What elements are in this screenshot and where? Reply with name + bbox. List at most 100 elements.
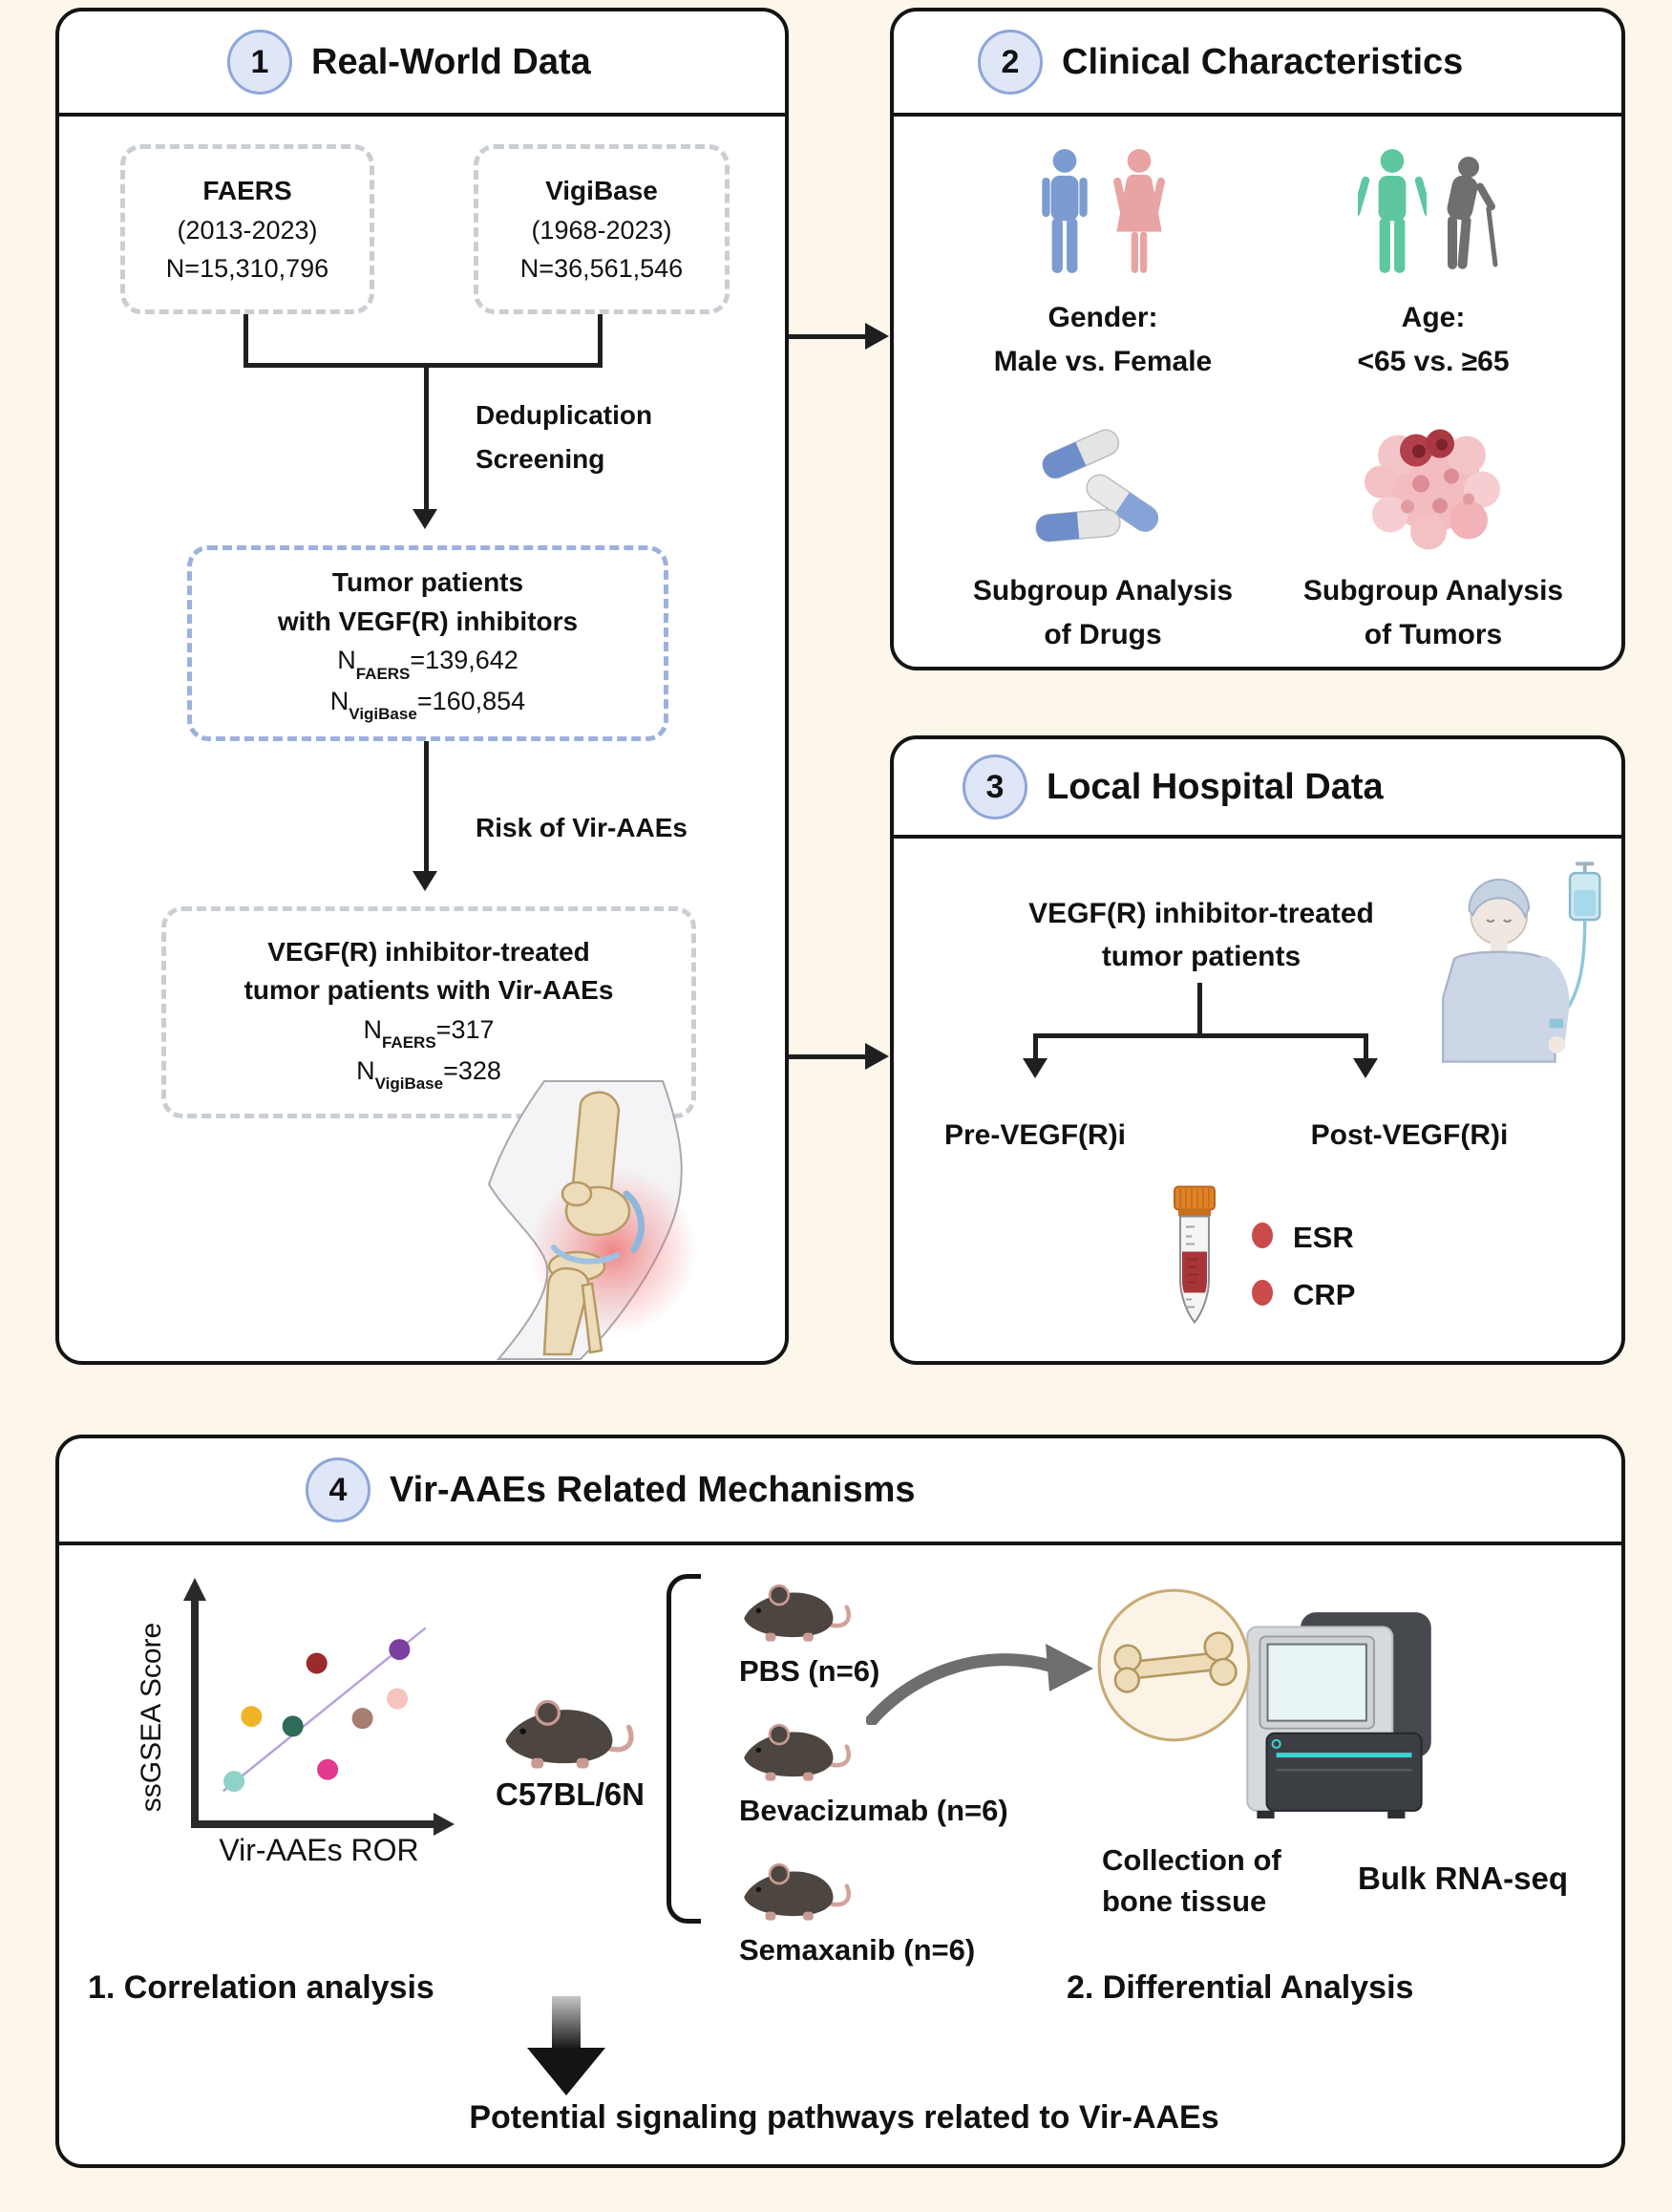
connector-line	[243, 363, 603, 368]
panel4-number-badge: 4	[306, 1457, 370, 1522]
group-semaxanib-label: Semaxanib (n=6)	[739, 1933, 976, 1967]
sequencer-icon	[1246, 1612, 1431, 1819]
esr-label: ESR	[1293, 1221, 1354, 1254]
connector-line	[424, 741, 429, 873]
group-bracket	[667, 1574, 701, 1924]
panel-viraae-mechanisms: 4 Vir-AAEs Related Mechanisms ssGSEA Sco…	[55, 1435, 1625, 2168]
tumors-subgroup-line2: of Tumors	[1364, 619, 1503, 650]
panel1-number-badge: 1	[227, 30, 292, 95]
down-arrowhead-icon	[413, 871, 437, 891]
faers-years: (2013-2023)	[177, 215, 318, 245]
dedup-line2: Screening	[476, 444, 605, 475]
connector-line	[1197, 983, 1202, 1037]
scatter-ylabel: ssGSEA Score	[136, 1623, 167, 1812]
risk-label: Risk of Vir-AAEs	[476, 813, 688, 842]
panel1-title: Real-World Data	[311, 41, 591, 82]
panel4-title: Vir-AAEs Related Mechanisms	[390, 1469, 916, 1510]
tumor-box-n-faers: NFAERS=139,642	[337, 646, 519, 683]
connector-line	[1033, 1033, 1367, 1038]
drugs-subgroup-line1: Subgroup Analysis	[972, 575, 1234, 606]
female-icon	[1113, 149, 1165, 273]
connector-line	[243, 314, 248, 367]
conclusion-label: Potential signaling pathways related to …	[469, 2099, 1219, 2136]
cohort-line1: VEGF(R) inhibitor-treated	[1028, 898, 1374, 929]
gender-icons	[1007, 147, 1198, 277]
group-bevacizumab-label: Bevacizumab (n=6)	[739, 1794, 1008, 1827]
panel1-number: 1	[250, 43, 269, 80]
crp-dot-icon	[1252, 1280, 1273, 1306]
gender-comparison: Male vs. Female	[993, 346, 1213, 377]
pbs-mouse-icon	[739, 1580, 852, 1647]
collection-line1: Collection of	[1102, 1843, 1281, 1877]
faers-box: FAERS (2013-2023) N=15,310,796	[120, 144, 374, 314]
panel-local-hospital-data: 3 Local Hospital Data VEGF(R) inhibitor-…	[890, 735, 1625, 1365]
dedup-label: Deduplication Screening	[476, 393, 652, 481]
vigibase-name: VigiBase	[545, 175, 658, 205]
panel4-header: 4 Vir-AAEs Related Mechanisms	[59, 1438, 1621, 1545]
adult-under-65-icon	[1358, 149, 1427, 273]
post-vegfri-label: Post-VEGF(R)i	[1310, 1119, 1509, 1151]
tumor-cells-icon	[1365, 429, 1500, 550]
arrow-panel1-to-panel2	[789, 323, 890, 350]
connector-line	[598, 314, 603, 367]
correlation-analysis-label: 1. Correlation analysis	[88, 1969, 434, 2006]
tumor-patients-box: Tumor patients with VEGF(R) inhibitors N…	[187, 545, 668, 741]
semaxanib-mouse-icon	[739, 1859, 852, 1925]
tumor-box-line1: Tumor patients	[331, 567, 524, 598]
vigibase-box: VigiBase (1968-2023) N=36,561,546	[474, 144, 730, 314]
panel-real-world-data: 1 Real-World Data FAERS (2013-2023) N=15…	[55, 8, 789, 1365]
vigibase-years: (1968-2023)	[531, 215, 672, 245]
scatter-point	[317, 1758, 339, 1780]
rnaseq-label: Bulk RNA-seq	[1357, 1861, 1569, 1896]
scatter-point	[306, 1652, 328, 1674]
panel-clinical-characteristics: 2 Clinical Characteristics Gender	[890, 8, 1625, 670]
panel3-number-badge: 3	[963, 755, 1027, 819]
c57bl6n-mouse-icon	[500, 1694, 634, 1775]
panel2-number: 2	[1001, 43, 1020, 80]
crp-label: CRP	[1293, 1278, 1356, 1311]
tumor-box-line2: with VEGF(R) inhibitors	[277, 606, 579, 636]
blood-tube-icon	[1174, 1185, 1216, 1325]
connector-line	[1033, 1033, 1038, 1060]
down-arrowhead-icon	[1023, 1058, 1048, 1078]
patient-iv-icon	[1441, 861, 1601, 1063]
viraae-patients-box: VEGF(R) inhibitor-treated tumor patients…	[161, 906, 696, 1118]
faers-name: FAERS	[202, 175, 292, 205]
arrow-panel1-to-panel3	[789, 1043, 890, 1070]
collection-label: Collection of bone tissue	[1102, 1840, 1281, 1923]
panel1-header: 1 Real-World Data	[59, 11, 785, 117]
connector-line	[1364, 1033, 1368, 1060]
dedup-line1: Deduplication	[476, 400, 653, 430]
drugs-subgroup-line2: of Drugs	[1044, 619, 1162, 650]
viraae-box-n-vigibase: NVigiBase=328	[356, 1055, 501, 1093]
down-arrowhead-icon	[413, 509, 437, 529]
panel3-header: 3 Local Hospital Data	[894, 739, 1621, 839]
gender-label: Gender:	[1048, 302, 1158, 333]
tumors-subgroup-line1: Subgroup Analysis	[1302, 575, 1564, 606]
scatter-point	[387, 1688, 409, 1710]
panel3-number: 3	[985, 768, 1005, 805]
pre-vegfri-label: Pre-VEGF(R)i	[943, 1119, 1127, 1151]
ssgsea-ror-scatter-chart: ssGSEA Score Vir-AAEs ROR	[136, 1578, 455, 1867]
elderly-with-cane-icon	[1447, 157, 1498, 269]
panel2-title: Clinical Characteristics	[1062, 41, 1464, 82]
connector-line	[424, 363, 429, 511]
curved-arrow-icon	[866, 1644, 1093, 1725]
viraae-box-line1: VEGF(R) inhibitor-treated	[267, 936, 590, 967]
scatter-point	[389, 1639, 411, 1661]
collection-line2: bone tissue	[1102, 1884, 1267, 1919]
scatter-point	[282, 1715, 304, 1737]
bone-tissue-icon	[1097, 1588, 1251, 1742]
scatter-xlabel: Vir-AAEs ROR	[219, 1833, 418, 1867]
group-pbs-label: PBS (n=6)	[739, 1654, 880, 1688]
age-comparison: <65 vs. ≥65	[1357, 346, 1510, 377]
knee-joint-icon	[487, 1080, 697, 1360]
scatter-point	[241, 1706, 263, 1728]
tumor-box-n-vigibase: NVigiBase=160,854	[329, 687, 526, 724]
drug-capsules-icon	[1035, 429, 1159, 542]
viraae-box-n-faers: NFAERS=317	[363, 1014, 495, 1053]
esr-dot-icon	[1252, 1223, 1273, 1248]
down-arrowhead-icon	[1353, 1058, 1378, 1078]
bevacizumab-mouse-icon	[739, 1719, 852, 1786]
